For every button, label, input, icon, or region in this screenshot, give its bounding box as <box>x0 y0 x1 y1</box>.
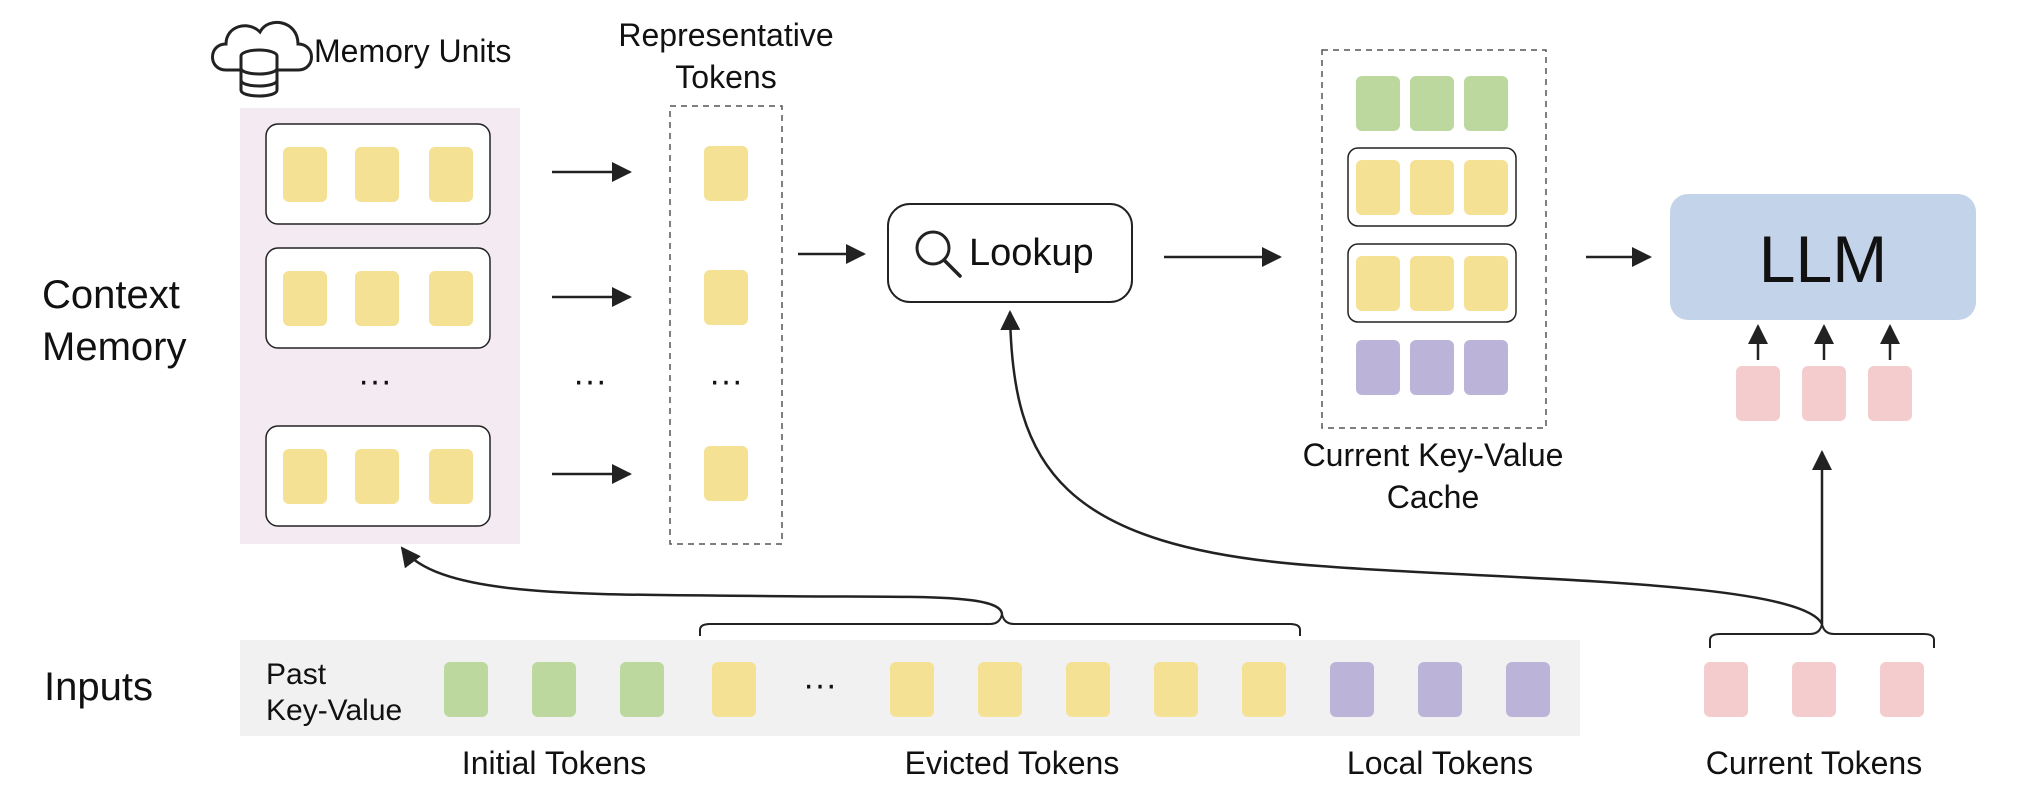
cloud-database-icon <box>211 21 313 98</box>
llm-label: LLM <box>1759 222 1887 296</box>
token <box>355 449 399 504</box>
memory-unit <box>265 123 491 225</box>
representative-tokens-label: Tokens <box>675 59 776 95</box>
representative-token <box>704 146 748 201</box>
context-memory-label: Context <box>42 273 180 317</box>
local-tokens-label: Local Tokens <box>1347 745 1533 781</box>
kv-cache-box <box>1321 49 1547 429</box>
retrieved-memory-unit <box>1347 147 1517 227</box>
current-token <box>1868 366 1912 421</box>
token <box>355 271 399 326</box>
initial-token <box>620 662 664 717</box>
token <box>1464 160 1508 215</box>
local-token <box>1506 662 1550 717</box>
retrieved-memory-unit <box>1347 243 1517 323</box>
ellipsis: ··· <box>358 362 392 400</box>
current-tokens-label: Current Tokens <box>1706 745 1922 781</box>
evicted-brace <box>699 613 1301 636</box>
evicted-tokens-label: Evicted Tokens <box>905 745 1120 781</box>
evicted-token <box>890 662 934 717</box>
local-token <box>1330 662 1374 717</box>
memory-unit <box>265 247 491 349</box>
llm-box <box>1670 194 1976 320</box>
initial-token <box>532 662 576 717</box>
arrow <box>400 546 1004 615</box>
ellipsis: ··· <box>573 362 607 400</box>
memory-units-label: Memory Units <box>314 33 511 69</box>
inputs-label: Inputs <box>44 665 153 709</box>
current-token <box>1736 366 1780 421</box>
initial-token <box>1356 76 1400 131</box>
search-icon <box>915 230 962 278</box>
evicted-token <box>1154 662 1198 717</box>
current-token <box>1880 662 1924 717</box>
evicted-token <box>712 662 756 717</box>
context-memory-label: Memory <box>42 325 186 369</box>
kv-cache-label: Current Key-Value <box>1303 437 1564 473</box>
token <box>283 147 327 202</box>
token <box>1356 256 1400 311</box>
lookup-box: Lookup <box>887 203 1133 303</box>
past-kv-label: Key-Value <box>266 694 402 727</box>
evicted-token <box>1242 662 1286 717</box>
ellipsis: ··· <box>709 362 743 400</box>
initial-tokens-label: Initial Tokens <box>462 745 646 781</box>
token <box>1410 160 1454 215</box>
past-kv-label: Past <box>266 658 327 691</box>
local-token <box>1356 340 1400 395</box>
evicted-token <box>978 662 1022 717</box>
token <box>1464 256 1508 311</box>
local-token <box>1418 662 1462 717</box>
evicted-token <box>1066 662 1110 717</box>
local-token <box>1464 340 1508 395</box>
ellipsis: ··· <box>803 666 837 704</box>
current-token <box>1792 662 1836 717</box>
arrow <box>1000 310 1824 625</box>
current-brace <box>1709 623 1935 648</box>
representative-tokens-box <box>669 105 783 545</box>
token <box>429 147 473 202</box>
token <box>283 449 327 504</box>
current-token <box>1802 366 1846 421</box>
token <box>1356 160 1400 215</box>
initial-token <box>1464 76 1508 131</box>
local-token <box>1410 340 1454 395</box>
token <box>429 449 473 504</box>
representative-token <box>704 270 748 325</box>
representative-tokens-label: Representative <box>618 17 833 53</box>
current-token <box>1704 662 1748 717</box>
memory-unit <box>265 425 491 527</box>
token <box>355 147 399 202</box>
representative-token <box>704 446 748 501</box>
kv-cache-label: Cache <box>1387 479 1480 515</box>
token <box>283 271 327 326</box>
token <box>429 271 473 326</box>
initial-token <box>1410 76 1454 131</box>
token <box>1410 256 1454 311</box>
initial-token <box>444 662 488 717</box>
lookup-label: Lookup <box>969 232 1094 274</box>
